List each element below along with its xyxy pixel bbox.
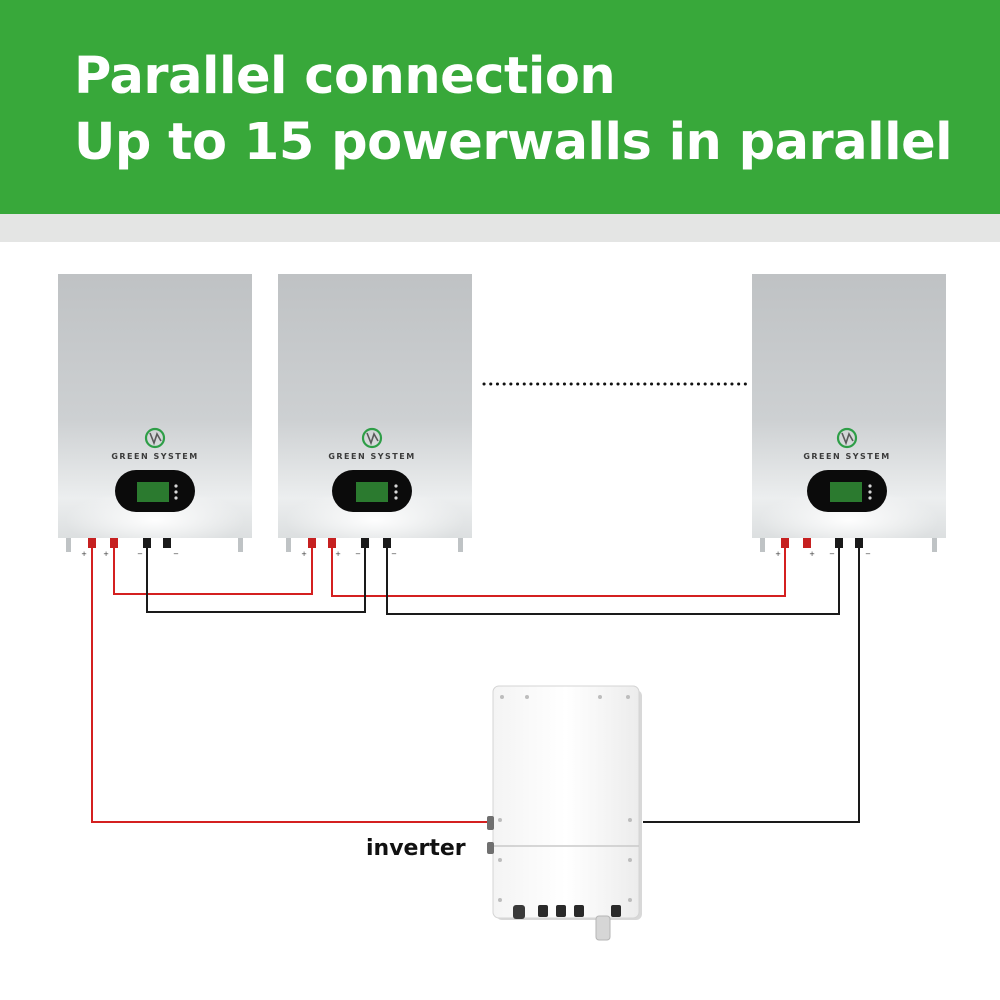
title-line-2: Up to 15 powerwalls in parallel: [74, 113, 953, 172]
terminal-connector-icon: [143, 538, 151, 548]
battery-brand: GREEN SYSTEM: [803, 452, 890, 461]
green-system-logo-icon: [144, 427, 166, 449]
inverter-body: [492, 685, 640, 919]
minus-sign: −: [355, 550, 361, 558]
inverter-screw: [498, 898, 502, 902]
bottom-connector: [538, 905, 548, 917]
mounting-foot: [458, 538, 463, 552]
indicator-led: [868, 490, 872, 494]
plus-sign: +: [809, 550, 815, 558]
header-banner: Parallel connection Up to 15 powerwalls …: [0, 0, 1000, 214]
terminal-connector-icon: [361, 538, 369, 548]
indicator-led: [868, 496, 872, 500]
title-line-1: Parallel connection: [74, 47, 616, 106]
terminal-connector-icon: [383, 538, 391, 548]
negative-wire-to-inverter: [643, 548, 860, 823]
battery-unit-2: GREEN SYSTEM + + − −: [278, 274, 472, 558]
inverter-screw: [500, 695, 504, 699]
inverter-screw: [498, 858, 502, 862]
plus-sign: +: [103, 550, 109, 558]
indicator-led: [394, 496, 398, 500]
terminal-connector-icon: [110, 538, 118, 548]
minus-sign: −: [391, 550, 397, 558]
ac-conduit: [595, 915, 611, 941]
parallel-wiring-diagram: GREEN SYSTEM + + − − GREEN SYSTEM: [58, 274, 946, 941]
minus-sign: −: [865, 550, 871, 558]
indicator-led: [394, 490, 398, 494]
inverter-unit: [487, 685, 642, 941]
battery-unit-last: GREEN SYSTEM + + − −: [752, 274, 946, 558]
inverter-screw: [628, 898, 632, 902]
positive-wire: [331, 548, 786, 597]
terminal-connector-icon: [163, 538, 171, 548]
battery-glow: [285, 490, 465, 550]
mounting-foot: [760, 538, 765, 552]
plus-sign: +: [335, 550, 341, 558]
inverter-screw: [626, 695, 630, 699]
inverter-screw: [498, 818, 502, 822]
indicator-led: [868, 484, 872, 488]
mounting-foot: [238, 538, 243, 552]
bottom-connector: [611, 905, 621, 917]
indicator-led: [394, 484, 398, 488]
lcd-screen-icon: [137, 482, 169, 502]
minus-sign: −: [137, 550, 143, 558]
inverter-screw: [628, 818, 632, 822]
inverter-label: inverter: [366, 836, 466, 861]
mounting-foot: [66, 538, 71, 552]
mounting-foot: [932, 538, 937, 552]
indicator-led: [174, 490, 178, 494]
negative-wire: [386, 548, 840, 615]
terminal-connector-icon: [88, 538, 96, 548]
inverter-screw: [628, 858, 632, 862]
page-title: Parallel connection Up to 15 powerwalls …: [74, 44, 953, 176]
indicator-led: [174, 484, 178, 488]
minus-sign: −: [173, 550, 179, 558]
positive-wire-to-inverter: [91, 548, 492, 823]
negative-wire: [146, 548, 366, 613]
terminal-connector-icon: [803, 538, 811, 548]
inverter-screw: [525, 695, 529, 699]
positive-wire: [113, 548, 313, 595]
battery-unit-1: GREEN SYSTEM + + − −: [58, 274, 252, 558]
bottom-connector: [574, 905, 584, 917]
terminal-connector-icon: [308, 538, 316, 548]
terminal-connector-icon: [328, 538, 336, 548]
indicator-led: [174, 496, 178, 500]
battery-glow: [65, 490, 245, 550]
battery-glow: [759, 490, 939, 550]
terminal-connector-icon: [855, 538, 863, 548]
plus-sign: +: [775, 550, 781, 558]
lcd-screen-icon: [830, 482, 862, 502]
green-system-logo-icon: [361, 427, 383, 449]
side-port: [487, 842, 494, 854]
mounting-foot: [286, 538, 291, 552]
inverter-screw: [598, 695, 602, 699]
terminal-connector-icon: [781, 538, 789, 548]
side-port: [487, 816, 494, 830]
lcd-screen-icon: [356, 482, 388, 502]
minus-sign: −: [829, 550, 835, 558]
green-system-logo-icon: [836, 427, 858, 449]
terminal-connector-icon: [835, 538, 843, 548]
battery-brand: GREEN SYSTEM: [328, 452, 415, 461]
divider-strip: [0, 214, 1000, 242]
bottom-connector: [556, 905, 566, 917]
plus-sign: +: [301, 550, 307, 558]
plus-sign: +: [81, 550, 87, 558]
battery-brand: GREEN SYSTEM: [111, 452, 198, 461]
bottom-connector: [513, 905, 525, 919]
